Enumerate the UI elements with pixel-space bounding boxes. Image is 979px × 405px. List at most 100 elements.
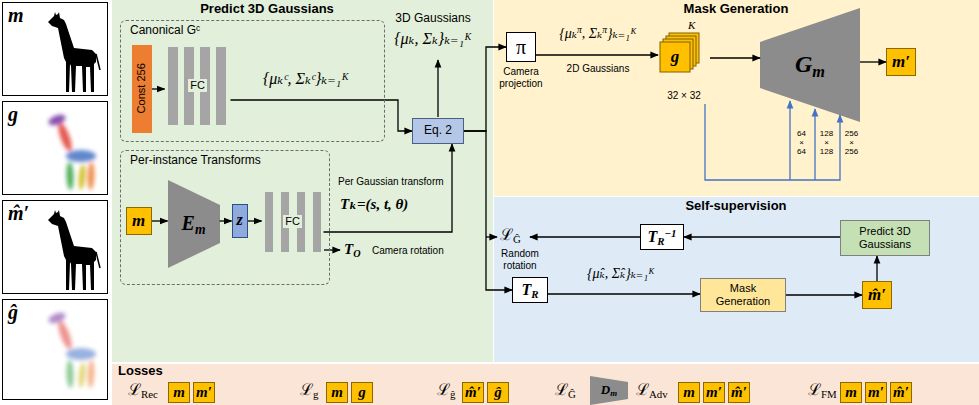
panel-ground	[112, 364, 979, 405]
fc-bar	[265, 192, 273, 252]
process-box: Predict 3D Gaussians	[840, 220, 930, 256]
node-label: ĝ	[8, 301, 18, 324]
text-run: Self-supervision	[685, 198, 786, 213]
label-slot: {μₖ, Σₖ}ₖ₌₁ᴷ	[385, 30, 481, 48]
text-run: m′	[706, 384, 722, 400]
text-run: Canonical Gᶜ	[130, 23, 200, 37]
text-slot: FC	[188, 79, 207, 92]
node-label: g	[8, 103, 18, 126]
label-slot: ℒAdv	[636, 381, 668, 399]
text-run: 32 × 32	[667, 90, 701, 101]
text-run: ĝ	[450, 388, 455, 400]
annotation: Camera projection	[494, 66, 548, 89]
connector-arrow	[710, 57, 760, 58]
text-run: {μₖ, Σₖ}ₖ₌₁ᴷ	[394, 30, 472, 47]
text-run: π	[516, 36, 526, 58]
text-slot: Const 256	[116, 82, 166, 95]
text-run: Predict 3D Gaussians	[859, 225, 911, 250]
text-run: π	[602, 25, 607, 35]
node-label: K	[688, 19, 695, 32]
text-slot: g	[660, 47, 690, 67]
loss-input: g	[351, 382, 373, 403]
encoder-trapezoid: Em	[168, 180, 220, 268]
node-label: TR−1	[647, 228, 676, 246]
panel-ground	[494, 0, 979, 196]
text-slot: m′	[196, 385, 212, 400]
annotation: Camera rotation	[372, 245, 444, 257]
loss-input: ĝ	[487, 382, 509, 403]
text-run: 256 × 256	[845, 129, 858, 156]
skip-arrow	[789, 101, 790, 180]
text-run: Predict 3D Gaussians	[200, 1, 334, 16]
annotation: {μₖπ, Σₖπ}ₖ₌₁ᴷ	[541, 26, 655, 42]
label-slot: Tₖ=(s, t, θ)	[340, 196, 408, 213]
loss-input: m	[678, 382, 700, 403]
process-box: Mask Generation	[700, 278, 786, 312]
text-run: m	[683, 384, 695, 400]
annotation: ℒĜ	[500, 226, 521, 244]
node-label: m̂′	[8, 202, 29, 225]
text-run: Const 256	[135, 63, 147, 113]
loss-arrow	[530, 236, 640, 237]
annotation: {μₖ, Σₖ}ₖ₌₁ᴷ	[385, 30, 481, 48]
text-run: m	[195, 222, 206, 237]
node-label: ĝ	[494, 385, 502, 400]
node-label: g	[358, 385, 366, 400]
transform-box: TR	[512, 277, 548, 303]
connector-arrow	[464, 47, 506, 131]
annotation: ℒFM	[808, 381, 837, 399]
text-run: ℒ	[500, 226, 513, 243]
text-slot: m	[683, 385, 695, 400]
node-label: Gm	[795, 51, 825, 79]
text-run: R	[531, 288, 538, 300]
text-run: −1	[665, 226, 677, 238]
annotation: ℒĝ	[437, 381, 455, 399]
connector-arrow	[248, 220, 262, 221]
text-run: O	[353, 248, 360, 259]
text-run: Mask Generation	[716, 282, 770, 307]
dashed-group: Per-instance TransformsmEmzFC	[120, 150, 330, 285]
latent-code: z	[232, 204, 248, 238]
text-run: π	[577, 25, 582, 35]
text-slot: m′	[706, 385, 722, 400]
node-label: m	[173, 385, 185, 400]
text-run: Rec	[141, 388, 158, 400]
module-panel: Self-supervisionTR−1Predict 3D Gaussians…	[494, 197, 979, 362]
text-slot: m′	[892, 52, 910, 72]
node-label: m′	[196, 385, 212, 400]
node-label: m̂′	[465, 385, 481, 400]
connector-arrow	[152, 220, 168, 221]
text-run: g	[313, 388, 318, 400]
annotation: 128 × 128	[819, 130, 834, 156]
text-run: m	[8, 4, 24, 26]
text-run: 128 × 128	[820, 129, 833, 156]
connector-arrow	[860, 61, 886, 62]
text-slot: Predict 3D Gaussians	[845, 225, 925, 250]
text-slot: m̂′	[731, 385, 747, 400]
node-label: m̂′	[731, 385, 747, 400]
text-run: Per Gaussian transform	[338, 176, 444, 187]
generator-shape	[760, 8, 860, 122]
text-slot: Em	[182, 212, 206, 235]
node-label: FC	[188, 79, 207, 92]
text-slot: Mask Generation	[636, 2, 836, 17]
discriminator-shape	[590, 376, 628, 405]
node-label: m′	[706, 385, 722, 400]
annotation: 64 × 64	[794, 130, 809, 156]
loss-input: m′	[703, 382, 725, 403]
text-run: m	[812, 62, 825, 81]
text-run: FC	[190, 79, 205, 91]
text-slot: K	[688, 19, 695, 32]
text-slot: m̂′	[868, 285, 886, 305]
annotation: ℒAdv	[636, 381, 668, 399]
text-run: ℒ	[636, 381, 649, 398]
text-run: Adv	[649, 388, 668, 400]
text-run: E	[182, 212, 195, 234]
text-run: , Σₖ	[582, 26, 602, 41]
annotation: {μ̂ₖ, Σ̂ₖ}ₖ₌₁ᴷ	[556, 266, 686, 282]
text-run: Ĝ	[513, 233, 521, 245]
annotation: ℒĜ	[555, 381, 576, 399]
text-run: G	[795, 51, 812, 77]
text-run: g	[671, 47, 680, 66]
